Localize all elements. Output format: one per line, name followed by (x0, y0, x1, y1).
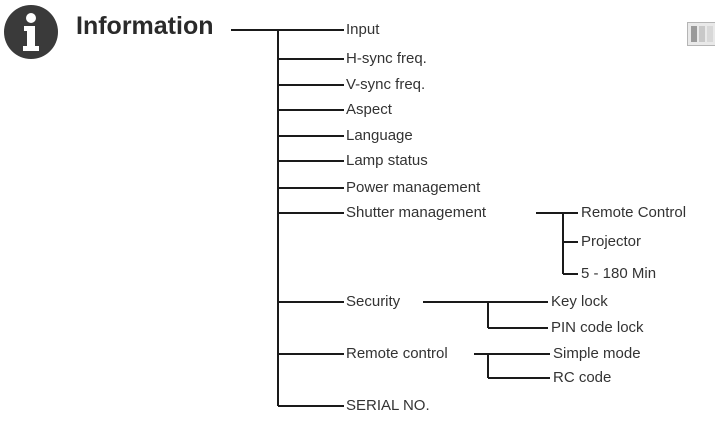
item-shutter-management: Shutter management (346, 204, 487, 221)
subitem-simple-mode: Simple mode (553, 345, 641, 362)
item-language: Language (346, 127, 413, 144)
info-icon (3, 4, 59, 60)
page-title: Information (76, 12, 214, 40)
item-serial-no: SERIAL NO. (346, 397, 430, 414)
item-input: Input (346, 21, 380, 38)
item-power-management: Power management (346, 179, 481, 196)
subitem-key-lock: Key lock (551, 293, 608, 310)
menu-thumbnail-icon (687, 22, 715, 46)
item-remote-control: Remote control (346, 345, 448, 362)
item-aspect: Aspect (346, 101, 392, 118)
subitem-projector: Projector (581, 233, 642, 250)
item-lamp-status: Lamp status (346, 152, 428, 169)
subitem-5-180-min: 5 - 180 Min (581, 265, 657, 282)
subitem-rc-code: RC code (553, 369, 612, 386)
subitem-remote-control: Remote Control (581, 204, 687, 221)
item-v-sync-freq: V-sync freq. (346, 76, 426, 93)
item-h-sync-freq: H-sync freq. (346, 50, 427, 67)
subitem-pin-code-lock: PIN code lock (551, 319, 644, 336)
item-security: Security (346, 293, 401, 310)
